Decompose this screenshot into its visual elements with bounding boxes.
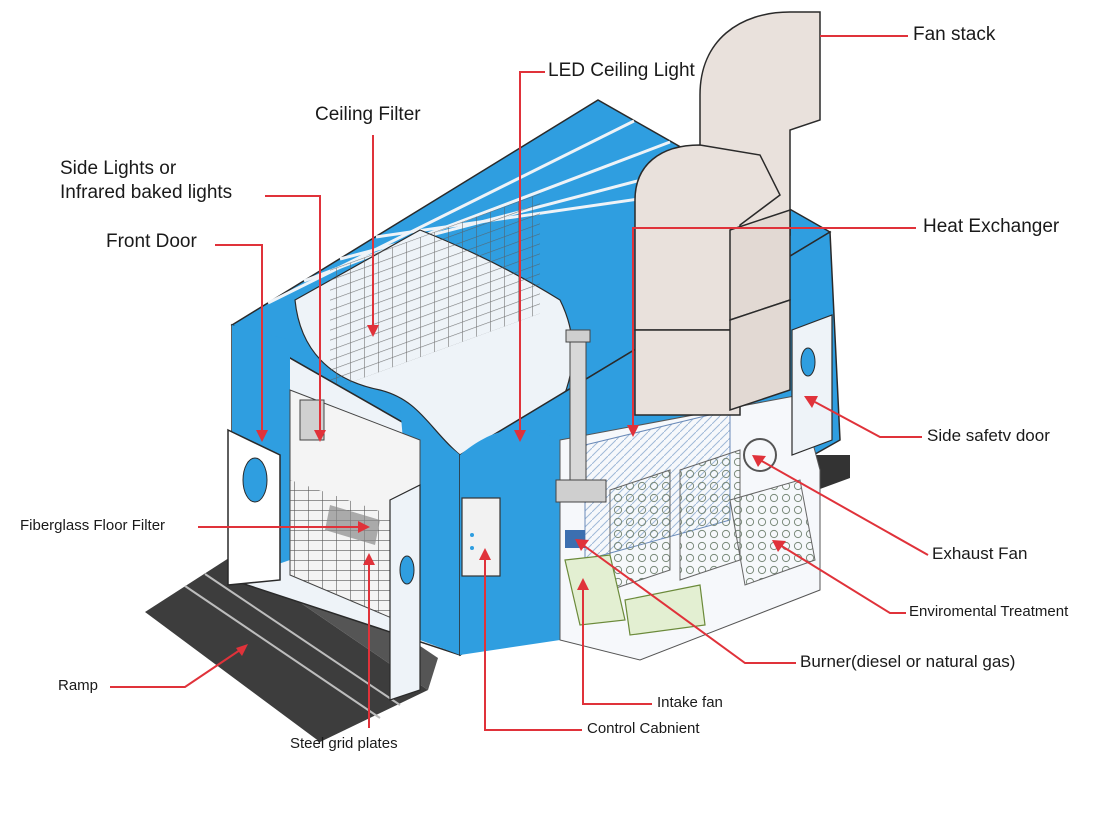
label-control-cabinet: Control Cabnient <box>587 720 700 737</box>
label-front-door: Front Door <box>106 231 197 252</box>
label-led-ceiling-light: LED Ceiling Light <box>548 60 695 81</box>
side-safety-door <box>791 314 833 456</box>
leader-heat-exchanger <box>632 227 916 425</box>
leader-front-door <box>215 244 263 430</box>
label-intake-fan: Intake fan <box>657 694 723 711</box>
leader-lines <box>110 35 929 731</box>
leader-burner <box>582 544 796 664</box>
leader-intake-fan <box>582 590 652 705</box>
label-burner: Burner(diesel or natural gas) <box>800 652 1016 671</box>
equipment-section <box>559 394 821 661</box>
label-ceiling-filter: Ceiling Filter <box>315 104 421 125</box>
label-ramp: Ramp <box>58 677 99 694</box>
leader-arrowheads <box>236 325 818 656</box>
leader-ramp <box>110 649 241 688</box>
leader-environmental-treatment <box>779 544 906 614</box>
label-fiberglass-floor-filter: Fiberglass Floor Filter <box>20 517 166 534</box>
label-side-safety-door: Side safetv door <box>927 426 1050 445</box>
leader-led-ceiling-light <box>519 71 545 430</box>
chimney <box>555 329 607 503</box>
leader-side-safety-door <box>814 401 922 438</box>
leader-side-lights <box>265 195 321 430</box>
front-door <box>227 428 421 701</box>
leader-control-cabinet <box>484 560 582 731</box>
label-side-lights-line1: Side Lights or <box>60 158 177 179</box>
label-environmental-treatment: Enviromental Treatment <box>909 603 1069 620</box>
label-fan-stack: Fan stack <box>913 24 996 45</box>
label-steel-grid-plates: Steel grid plates <box>290 735 398 752</box>
fan-stack-duct <box>634 11 821 416</box>
label-heat-exchanger: Heat Exchanger <box>923 216 1060 237</box>
label-side-lights-line2: Infrared baked lights <box>60 182 233 203</box>
leader-exhaust-fan <box>759 459 929 556</box>
label-exhaust-fan: Exhaust Fan <box>932 544 1028 563</box>
